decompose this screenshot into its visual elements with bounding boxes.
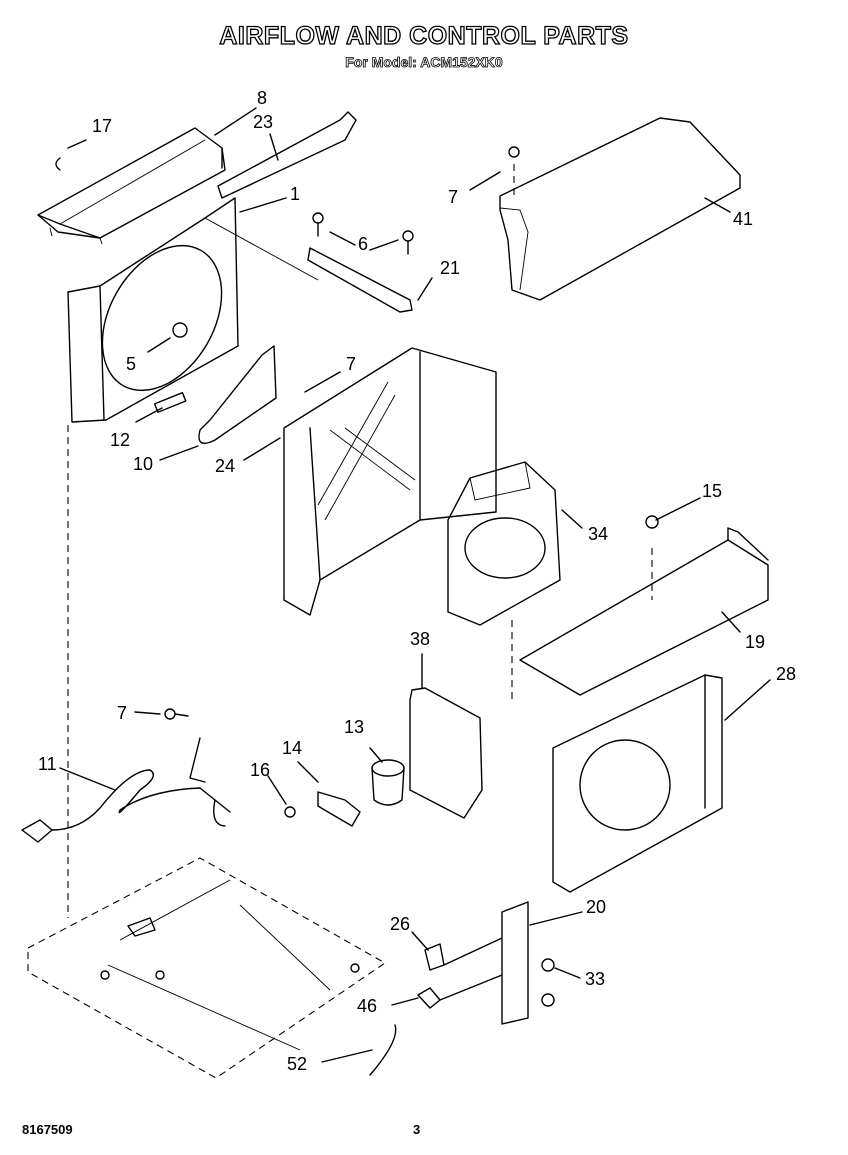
callout-21: 21 bbox=[440, 258, 460, 278]
callout-23: 23 bbox=[253, 112, 273, 132]
part-26-switch bbox=[424, 943, 445, 971]
base-pan bbox=[27, 857, 387, 1079]
callout-10: 10 bbox=[133, 454, 153, 474]
part-24-partition bbox=[283, 347, 497, 616]
callout-8: 8 bbox=[257, 88, 267, 108]
part-21-bracket bbox=[307, 247, 413, 313]
callout-26: 26 bbox=[390, 914, 410, 934]
part-41-top-cover bbox=[499, 117, 741, 301]
callout-14: 14 bbox=[282, 738, 302, 758]
callout-34: 34 bbox=[588, 524, 608, 544]
callout-33: 33 bbox=[585, 969, 605, 989]
part-8-top-bracket bbox=[37, 127, 226, 245]
part-7-screw-left bbox=[164, 708, 189, 720]
part-6-screws bbox=[312, 212, 414, 255]
callout-20: 20 bbox=[586, 897, 606, 917]
part-11-power-cord bbox=[21, 737, 231, 843]
callout-38: 38 bbox=[410, 629, 430, 649]
part-20-control-panel bbox=[439, 901, 529, 1025]
part-13-capacitor bbox=[371, 759, 405, 806]
callout-52: 52 bbox=[287, 1054, 307, 1074]
part-1-fan-shroud bbox=[67, 197, 319, 423]
part-19-rail bbox=[519, 515, 769, 696]
callout-1: 1 bbox=[290, 184, 300, 204]
part-34-blower-housing bbox=[447, 461, 561, 626]
callout-19: 19 bbox=[745, 632, 765, 652]
callout-5: 5 bbox=[126, 354, 136, 374]
callout-24: 24 bbox=[215, 456, 235, 476]
callout-28: 28 bbox=[776, 664, 796, 684]
callout-16: 16 bbox=[250, 760, 270, 780]
callout-46: 46 bbox=[357, 996, 377, 1016]
model-subtitle: For Model: ACM152XK0 bbox=[345, 54, 503, 71]
part-12-foam-pad bbox=[153, 391, 187, 413]
callout-17: 17 bbox=[92, 116, 112, 136]
callout-15: 15 bbox=[702, 481, 722, 501]
callout-7-top: 7 bbox=[448, 187, 458, 207]
part-10-rotating-shaft bbox=[198, 345, 277, 444]
document-number: 8167509 bbox=[22, 1122, 73, 1137]
page-number: 3 bbox=[413, 1122, 421, 1137]
leader-lines bbox=[59, 107, 771, 1063]
diagram-title: AIRFLOW AND CONTROL PARTS bbox=[219, 21, 629, 50]
callout-7-mid: 7 bbox=[346, 354, 356, 374]
callout-41: 41 bbox=[733, 209, 753, 229]
part-16-screw bbox=[284, 806, 296, 818]
part-46-thermostat bbox=[417, 987, 441, 1009]
callout-6: 6 bbox=[358, 234, 368, 254]
part-33-screws bbox=[541, 958, 555, 1007]
part-28-orifice-panel bbox=[552, 674, 723, 893]
callout-13: 13 bbox=[344, 717, 364, 737]
callout-12: 12 bbox=[110, 430, 130, 450]
part-23-seal-strip bbox=[217, 111, 357, 199]
part-17-clip bbox=[55, 157, 61, 171]
part-52-drain-tube bbox=[369, 1024, 397, 1076]
callout-11: 11 bbox=[38, 754, 57, 774]
part-38-control-bracket bbox=[409, 687, 483, 819]
callout-7-left: 7 bbox=[117, 703, 127, 723]
part-14-capacitor-bracket bbox=[317, 791, 361, 827]
